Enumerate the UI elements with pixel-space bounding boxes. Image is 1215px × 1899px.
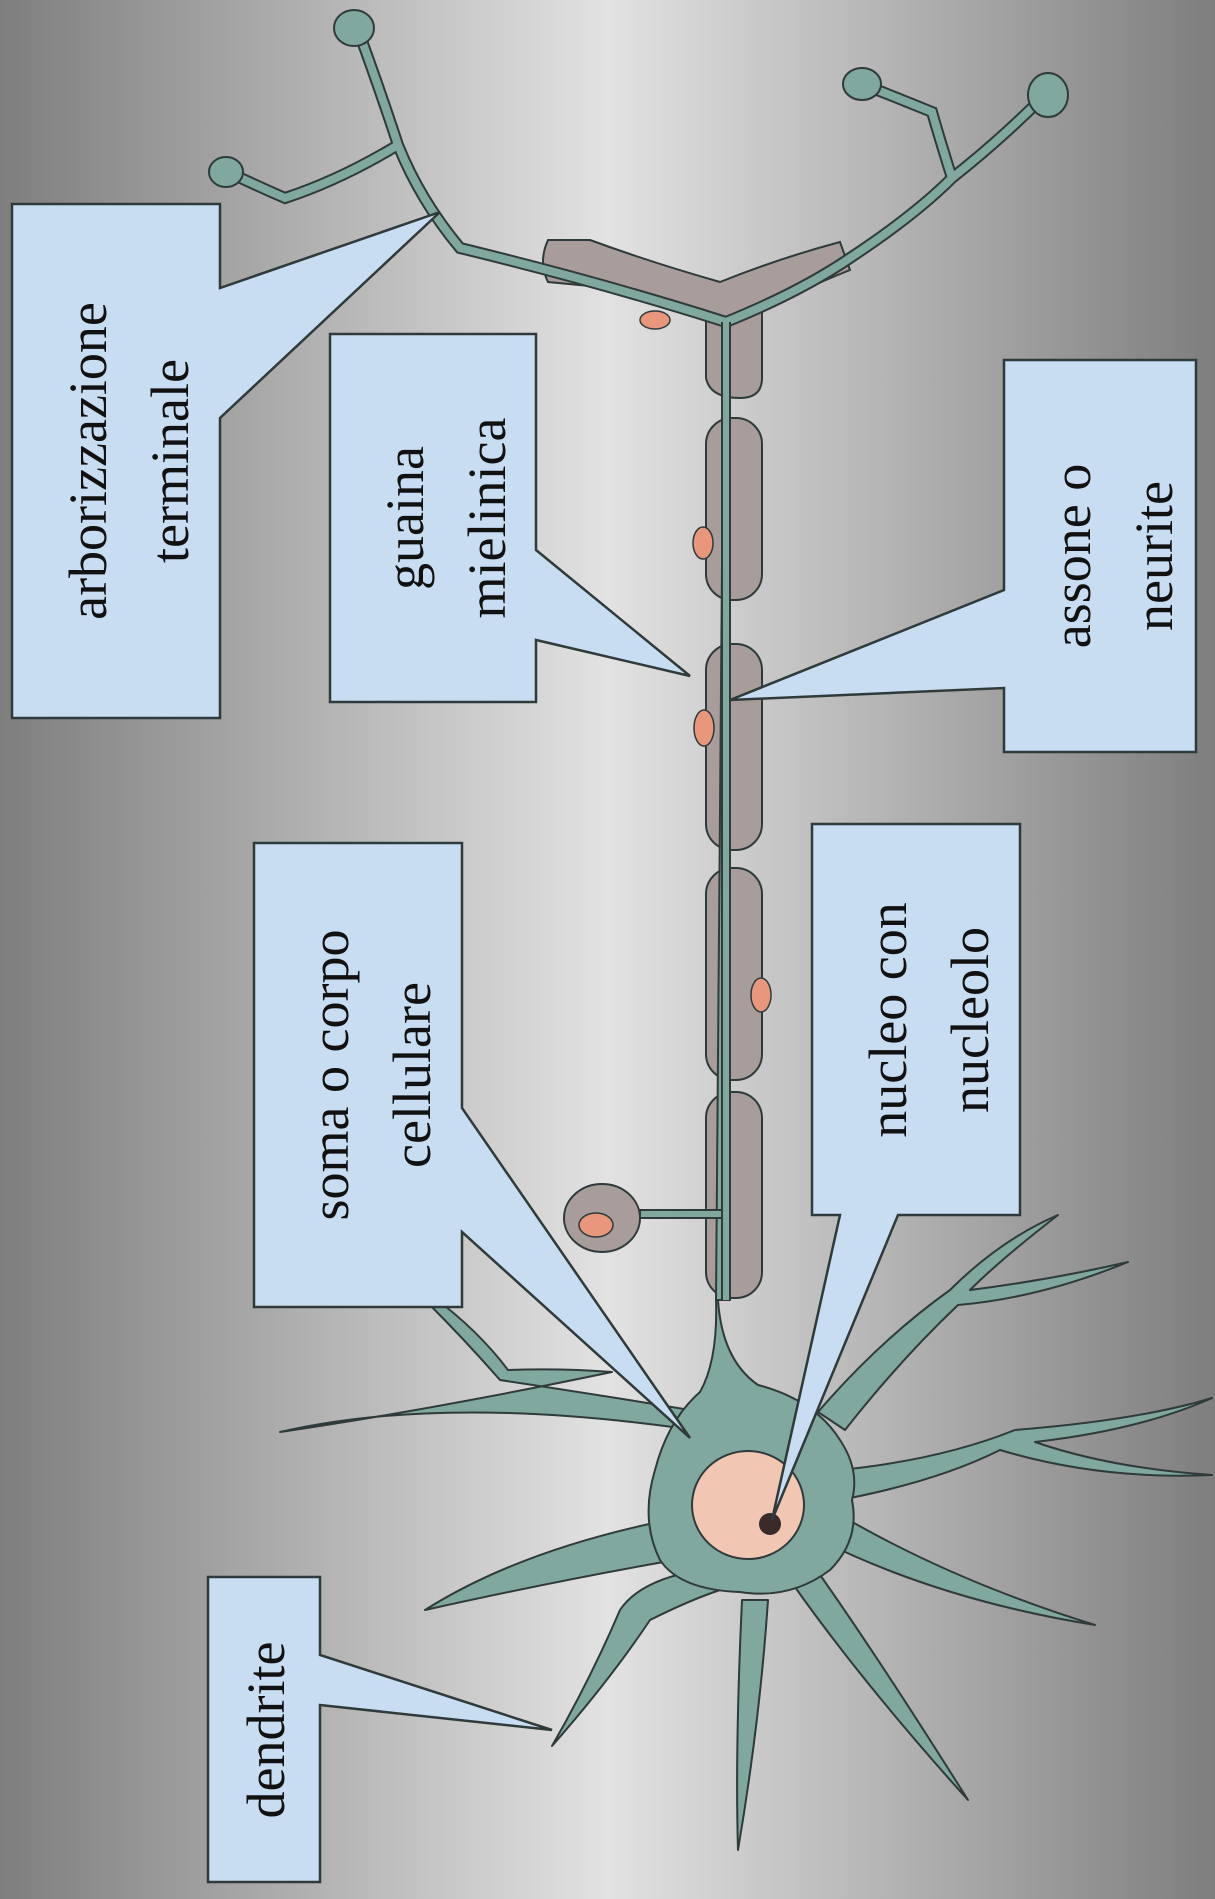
label-line: assone o (1042, 464, 1102, 648)
synaptic-bouton (209, 157, 243, 187)
schwann-nucleus (693, 527, 713, 559)
schwann-nucleus (694, 710, 714, 746)
schwann-nucleus (640, 311, 670, 329)
myelin-segment-4 (706, 1092, 762, 1298)
label-line: neurite (1124, 481, 1184, 631)
synaptic-bouton (843, 68, 881, 100)
axon-collateral (640, 1210, 724, 1218)
synaptic-bouton (1028, 73, 1068, 117)
label-line: terminale (140, 359, 200, 563)
synaptic-bouton (334, 10, 374, 46)
label-line: dendrite (236, 1642, 296, 1819)
nucleolus[interactable] (759, 1513, 781, 1535)
label-line: mielinica (457, 418, 517, 619)
myelin-segment-2 (706, 644, 762, 850)
label-line: cellulare (382, 982, 442, 1168)
label-line: nucleolo (940, 927, 1000, 1113)
label-dendrite: dendrite (236, 1642, 296, 1819)
schwann-nucleus (751, 978, 771, 1012)
myelin-segment-3 (706, 868, 762, 1080)
label-line: arborizzazione (58, 302, 118, 620)
myelin-segment-1 (706, 418, 762, 600)
label-line: soma o corpo (300, 930, 360, 1221)
label-line: nucleo con (858, 902, 918, 1137)
label-line: guaina (375, 446, 435, 590)
collateral-bulb (564, 1184, 640, 1252)
